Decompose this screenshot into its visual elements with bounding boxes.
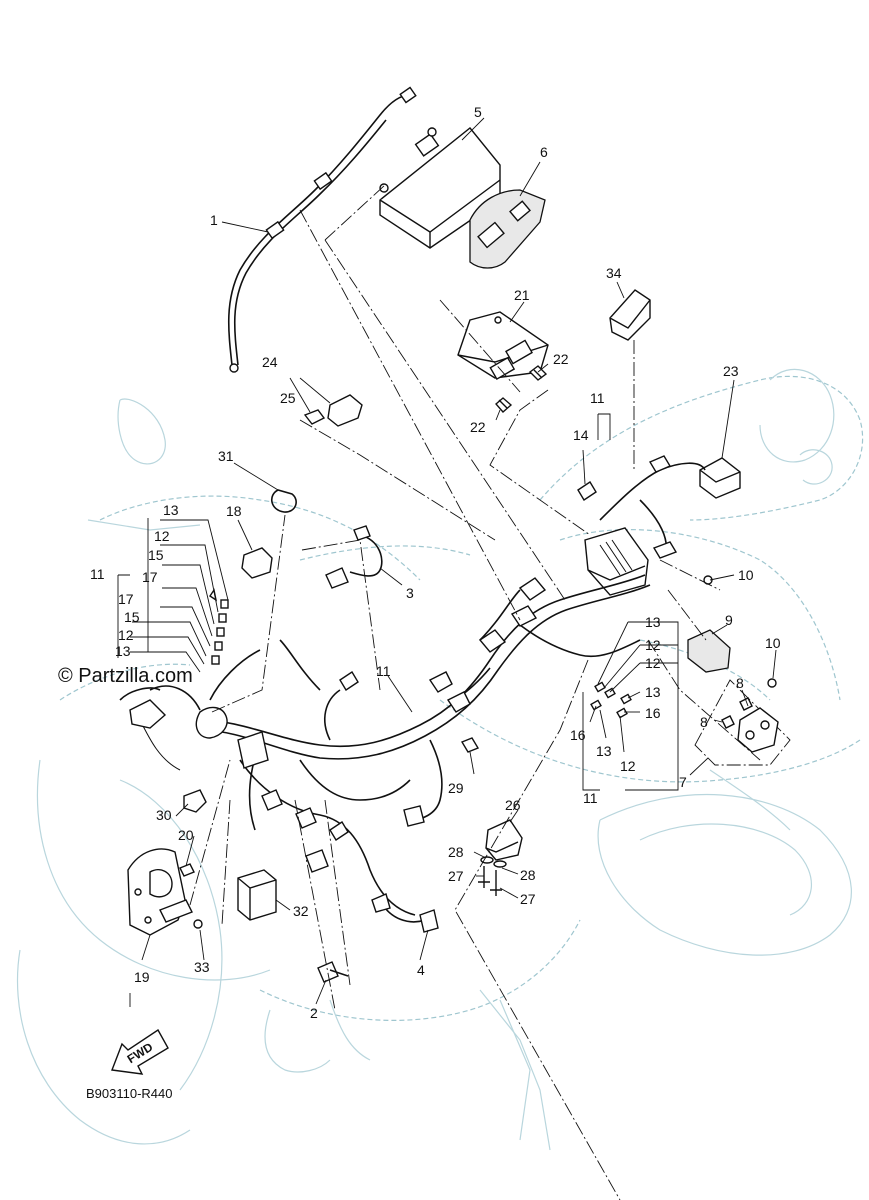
callout-8b: 8 [700,714,708,730]
callout-1: 1 [210,212,218,228]
callout-6: 6 [540,144,548,160]
callout-24: 24 [262,354,278,370]
fwd-arrow: FWD [111,1028,169,1075]
callout-21: 21 [514,287,530,303]
screw-33 [193,919,203,929]
callout-20: 20 [178,827,194,843]
callout-28b: 28 [520,867,536,883]
callout-13e: 13 [596,743,612,759]
bolt-20 [179,863,195,877]
sensor-26 [478,819,523,896]
bracket-19 [127,848,193,936]
callout-29: 29 [448,780,464,796]
coupler-24-25 [303,394,363,427]
sensor-lead-4 [371,893,439,933]
sensor-2 [317,961,349,983]
callout-33: 33 [194,959,210,975]
callout-13a: 13 [163,502,179,518]
callout-25: 25 [280,390,296,406]
callout-numbers: 1 2 3 4 5 6 7 8 8 9 10 10 11 11 11 11 12… [90,104,781,1021]
callout-14: 14 [573,427,589,443]
connector-18 [241,547,273,579]
callout-16a: 16 [645,705,661,721]
callout-17a: 17 [142,569,158,585]
fuse-box [577,455,706,596]
callout-28a: 28 [448,844,464,860]
callout-12d: 12 [645,655,661,671]
callout-brackets [117,377,679,791]
connector-34 [609,289,651,341]
callout-13c: 13 [645,614,661,630]
callout-8a: 8 [736,675,744,691]
ecu-unit [457,311,549,381]
callout-12b: 12 [118,627,134,643]
leader-lines [141,117,777,1005]
reference-code: B903110-R440 [86,1086,173,1101]
callout-15b: 15 [124,609,140,625]
callout-16b: 16 [570,727,586,743]
fuses-left-group [209,588,229,665]
callout-12c: 12 [645,637,661,653]
callout-7: 7 [679,774,687,790]
callout-11d: 11 [583,790,598,806]
callout-10a: 10 [738,567,754,583]
callout-30: 30 [156,807,172,823]
callout-18: 18 [226,503,242,519]
band-31 [271,489,297,513]
callout-11b: 11 [590,390,605,406]
callout-12e: 12 [620,758,636,774]
callout-27b: 27 [520,891,536,907]
screws-22 [495,365,548,413]
fuses-right-group [590,681,632,719]
callout-22b: 22 [470,419,486,435]
callout-11a: 11 [90,566,105,582]
callout-12a: 12 [154,528,170,544]
cover-9 [687,629,731,673]
callout-19: 19 [134,969,150,985]
callout-23: 23 [723,363,739,379]
battery-cover [469,189,546,269]
callout-2: 2 [310,1005,318,1021]
nut-10b [767,678,777,688]
sensor-lead-3 [325,525,383,589]
callout-15a: 15 [148,547,164,563]
motorcycle-ghost-outline [17,368,864,1151]
callout-5: 5 [474,104,482,120]
callout-34: 34 [606,265,622,281]
clamp-30 [183,789,207,813]
callout-31: 31 [218,448,234,464]
callout-22a: 22 [553,351,569,367]
callout-11c: 11 [376,663,391,679]
callout-13b: 13 [115,643,131,659]
callout-26: 26 [505,797,521,813]
callout-27a: 27 [448,868,464,884]
watermark: © Partzilla.com [58,665,193,687]
battery [379,127,501,249]
callout-32: 32 [293,903,309,919]
battery-lead-wire [227,86,417,373]
callout-10b: 10 [765,635,781,651]
reference-lines [129,184,761,1200]
module-32 [237,869,277,921]
main-wire-harness [119,574,651,916]
callout-9: 9 [725,612,733,628]
callout-4: 4 [417,962,425,978]
starter-relay-assembly [694,679,791,766]
callout-13d: 13 [645,684,661,700]
callout-3: 3 [406,585,414,601]
clamp-29 [460,737,480,753]
callout-17b: 17 [118,591,134,607]
relay-23 [699,457,741,499]
